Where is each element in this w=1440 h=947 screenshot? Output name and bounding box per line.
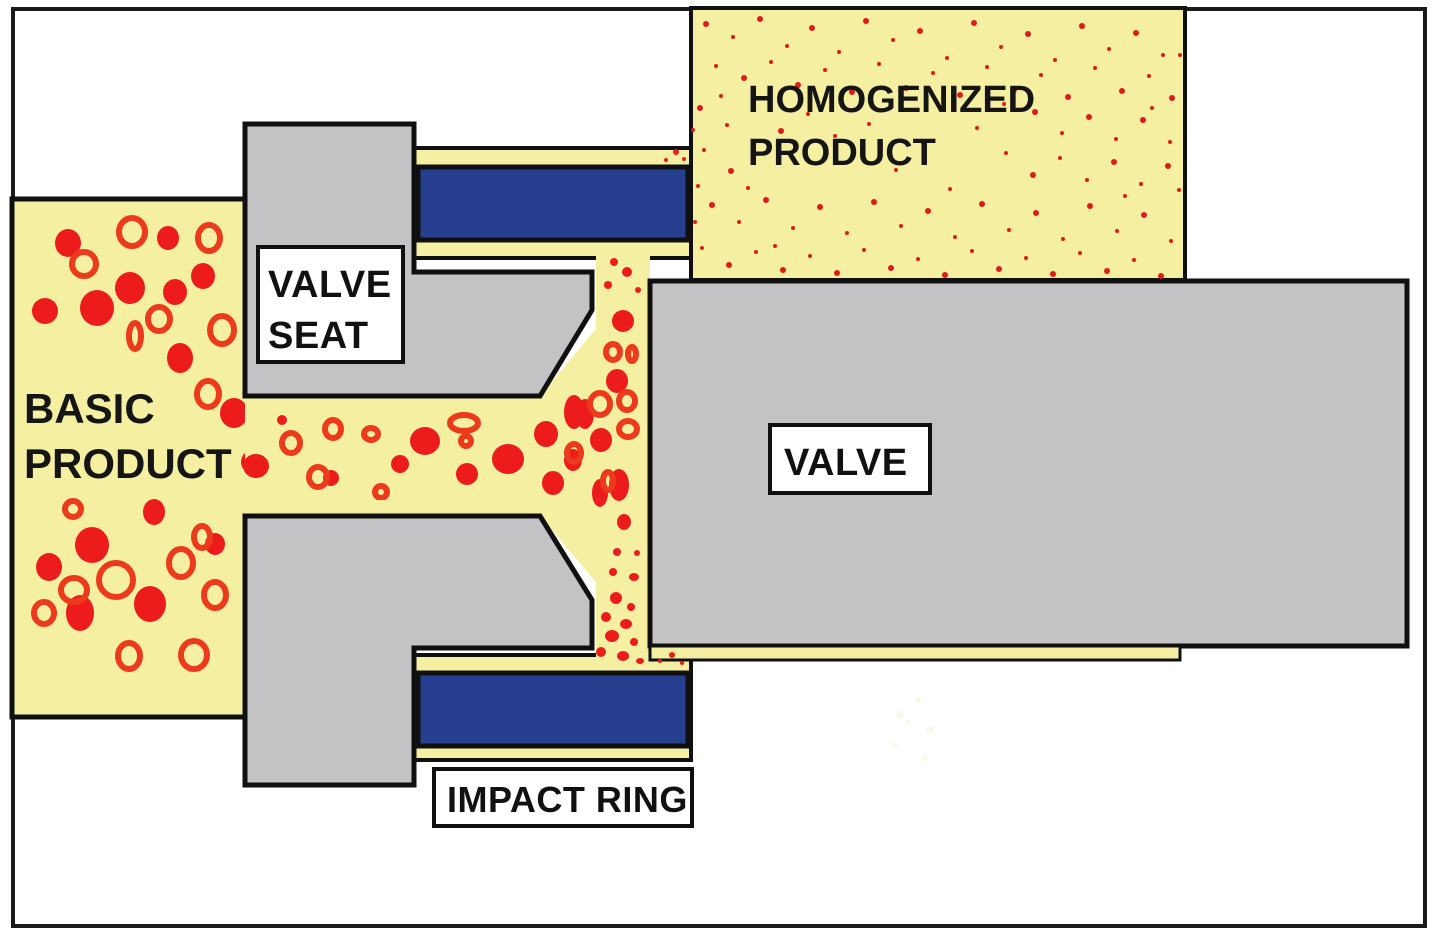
valve-label: VALVE xyxy=(784,442,908,484)
particles-basic-product xyxy=(31,215,245,672)
particles-lower-passage xyxy=(658,652,684,665)
particles-upper-passage xyxy=(664,149,686,162)
homogenized-product-label-line1: HOMOGENIZED xyxy=(748,79,1035,121)
valve-seat-label-line2: SEAT xyxy=(268,315,369,357)
valve-seat-lower xyxy=(242,513,595,788)
basic-product-label-line2: PRODUCT xyxy=(24,440,232,487)
valve-lower-fluid-lip xyxy=(648,644,1182,662)
valve-seat-callout: VALVE SEAT xyxy=(256,245,405,364)
impact-ring-label-box xyxy=(432,767,694,828)
valve-seat-label-line1: VALVE xyxy=(268,264,392,306)
valve-label-box xyxy=(768,423,932,495)
valve-callout: VALVE xyxy=(768,423,932,495)
impact-ring-label: IMPACT RING xyxy=(447,779,688,820)
gap-horizontal-channel xyxy=(215,270,645,640)
particles-gap-channel xyxy=(243,258,644,664)
particle-group-filled-large xyxy=(32,226,245,631)
particle-group-hollow-large xyxy=(31,215,237,672)
faint-artifact-speckle xyxy=(892,697,934,761)
particles-homogenized-product xyxy=(691,16,1182,279)
basic-product-label-line1: BASIC xyxy=(24,385,155,432)
homogenized-product-chamber xyxy=(689,6,1187,282)
homogenized-product-label-line2: PRODUCT xyxy=(748,132,936,174)
particle-group-gap-hollow xyxy=(279,341,640,501)
impact-ring-upper xyxy=(415,164,691,243)
impact-ring-lower xyxy=(415,670,691,749)
particle-group-gap-filled xyxy=(243,258,644,664)
impact-ring-callout: IMPACT RING xyxy=(432,767,694,828)
valve-body xyxy=(647,278,1410,649)
valve-seat-label-box xyxy=(256,245,405,364)
